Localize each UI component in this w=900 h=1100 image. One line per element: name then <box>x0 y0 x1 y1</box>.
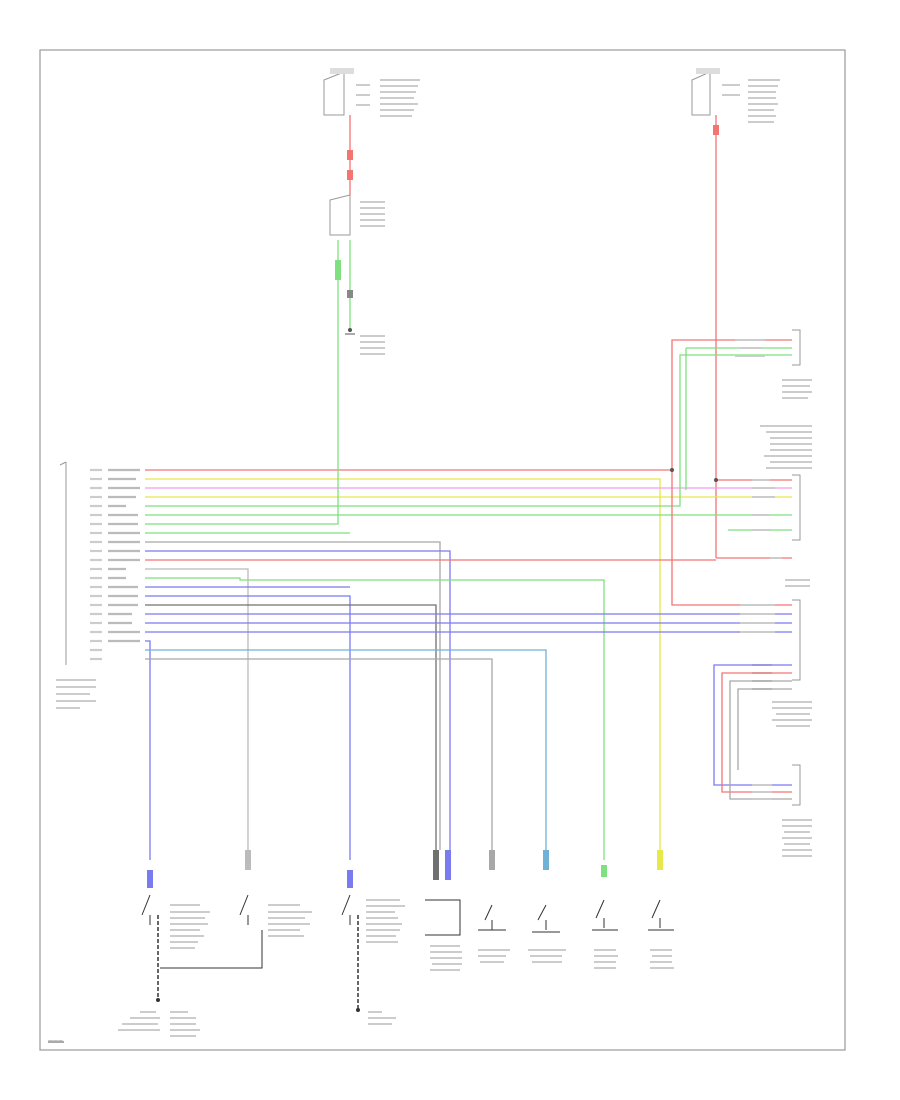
switch-1 <box>141 870 210 1000</box>
right-component-middle <box>752 425 812 559</box>
switch-9 <box>118 998 396 1037</box>
switch-8 <box>648 850 674 969</box>
fuse-right-component <box>691 68 780 123</box>
right-component-top <box>735 329 812 399</box>
switch-5 <box>478 850 510 963</box>
switch-3 <box>341 870 405 1010</box>
switch-2 <box>160 850 312 969</box>
right-routing <box>671 339 792 606</box>
junction-component <box>329 194 385 236</box>
right-component-lower-1 <box>740 579 812 727</box>
bottom-switches <box>118 850 674 1037</box>
ground-top-symbol <box>345 328 355 335</box>
switch-6 <box>528 850 566 963</box>
right-lower-loop-wires <box>713 664 792 800</box>
page-label: ——— <box>48 1038 63 1044</box>
right-component-lower-2 <box>752 764 812 857</box>
harness-wires <box>90 330 792 860</box>
control-module <box>56 461 96 709</box>
switch-4 <box>425 850 462 971</box>
diagram-border <box>39 49 846 1051</box>
switch-7 <box>592 865 618 969</box>
fuse-left-component <box>323 68 420 117</box>
